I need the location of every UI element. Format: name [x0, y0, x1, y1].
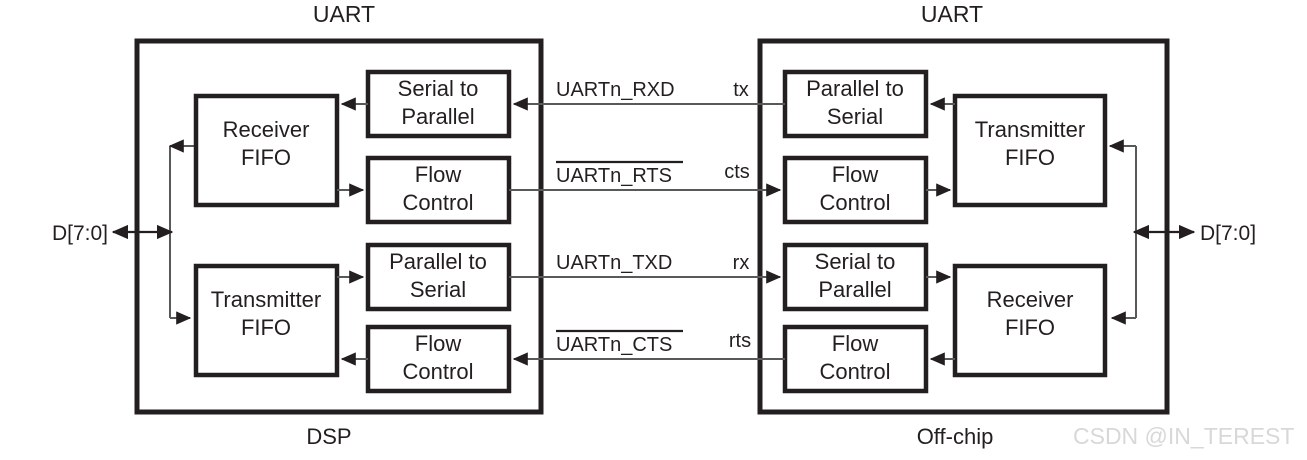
signal-label-uartn-rts: UARTn_RTS: [556, 165, 672, 187]
block-receiver-fifo-right: [952, 263, 1108, 378]
block-flow-control-right-rts-line2: Control: [820, 359, 891, 384]
block-receiver-fifo-left: [193, 93, 340, 208]
title-left-uart: UART: [313, 1, 375, 27]
block-flow-control-right-rts-line1: Flow: [832, 331, 879, 356]
block-parallel-to-serial-left-line2: Serial: [410, 277, 466, 302]
block-flow-control-left-tx-line1: Flow: [415, 331, 462, 356]
block-transmitter-fifo-right-line1: Transmitter: [975, 117, 1085, 142]
block-flow-control-left-tx-line2: Control: [403, 359, 474, 384]
pin-label-tx: tx: [733, 79, 749, 101]
block-receiver-fifo-right-line2: FIFO: [1005, 315, 1055, 340]
signal-label-uartn-txd: UARTn_TXD: [556, 252, 672, 274]
footer-label-dsp: DSP: [306, 424, 351, 449]
bus-label-left: D[7:0]: [52, 222, 108, 245]
block-parallel-to-serial-right-line2: Serial: [827, 104, 883, 129]
block-transmitter-fifo-left-line2: FIFO: [241, 315, 291, 340]
block-transmitter-fifo-left: [193, 263, 340, 378]
block-flow-control-right-rts: [782, 324, 929, 394]
block-flow-control-left-rx-line1: Flow: [415, 162, 462, 187]
block-transmitter-fifo-left-line1: Transmitter: [211, 287, 321, 312]
block-receiver-fifo-left-line2: FIFO: [241, 145, 291, 170]
block-flow-control-right-cts: [782, 155, 929, 225]
signal-label-uartn-cts: UARTn_CTS: [556, 334, 672, 356]
block-flow-control-left-tx: [365, 324, 512, 394]
block-serial-to-parallel-left-line1: Serial to: [398, 76, 479, 101]
bus-label-right: D[7:0]: [1200, 222, 1256, 245]
block-receiver-fifo-left-line1: Receiver: [223, 117, 310, 142]
pin-label-cts: cts: [724, 161, 750, 183]
block-serial-to-parallel-right: [782, 242, 929, 312]
signal-label-uartn-rxd: UARTn_RXD: [556, 79, 675, 101]
watermark-text: CSDN @IN_TEREST: [1073, 423, 1294, 449]
block-parallel-to-serial-left-line1: Parallel to: [389, 249, 487, 274]
pin-label-rx: rx: [733, 252, 750, 274]
block-serial-to-parallel-right-line1: Serial to: [815, 249, 896, 274]
block-serial-to-parallel-left-line2: Parallel: [401, 104, 474, 129]
block-parallel-to-serial-right: [782, 69, 929, 139]
block-transmitter-fifo-right-line2: FIFO: [1005, 145, 1055, 170]
pin-label-rts: rts: [729, 330, 751, 352]
block-transmitter-fifo-right: [952, 93, 1108, 208]
block-parallel-to-serial-right-line1: Parallel to: [806, 76, 904, 101]
block-flow-control-right-cts-line2: Control: [820, 190, 891, 215]
block-receiver-fifo-right-line1: Receiver: [987, 287, 1074, 312]
block-flow-control-right-cts-line1: Flow: [832, 162, 879, 187]
block-serial-to-parallel-right-line2: Parallel: [818, 277, 891, 302]
title-right-uart: UART: [921, 1, 983, 27]
block-flow-control-left-rx-line2: Control: [403, 190, 474, 215]
footer-label-offchip: Off-chip: [917, 424, 994, 449]
